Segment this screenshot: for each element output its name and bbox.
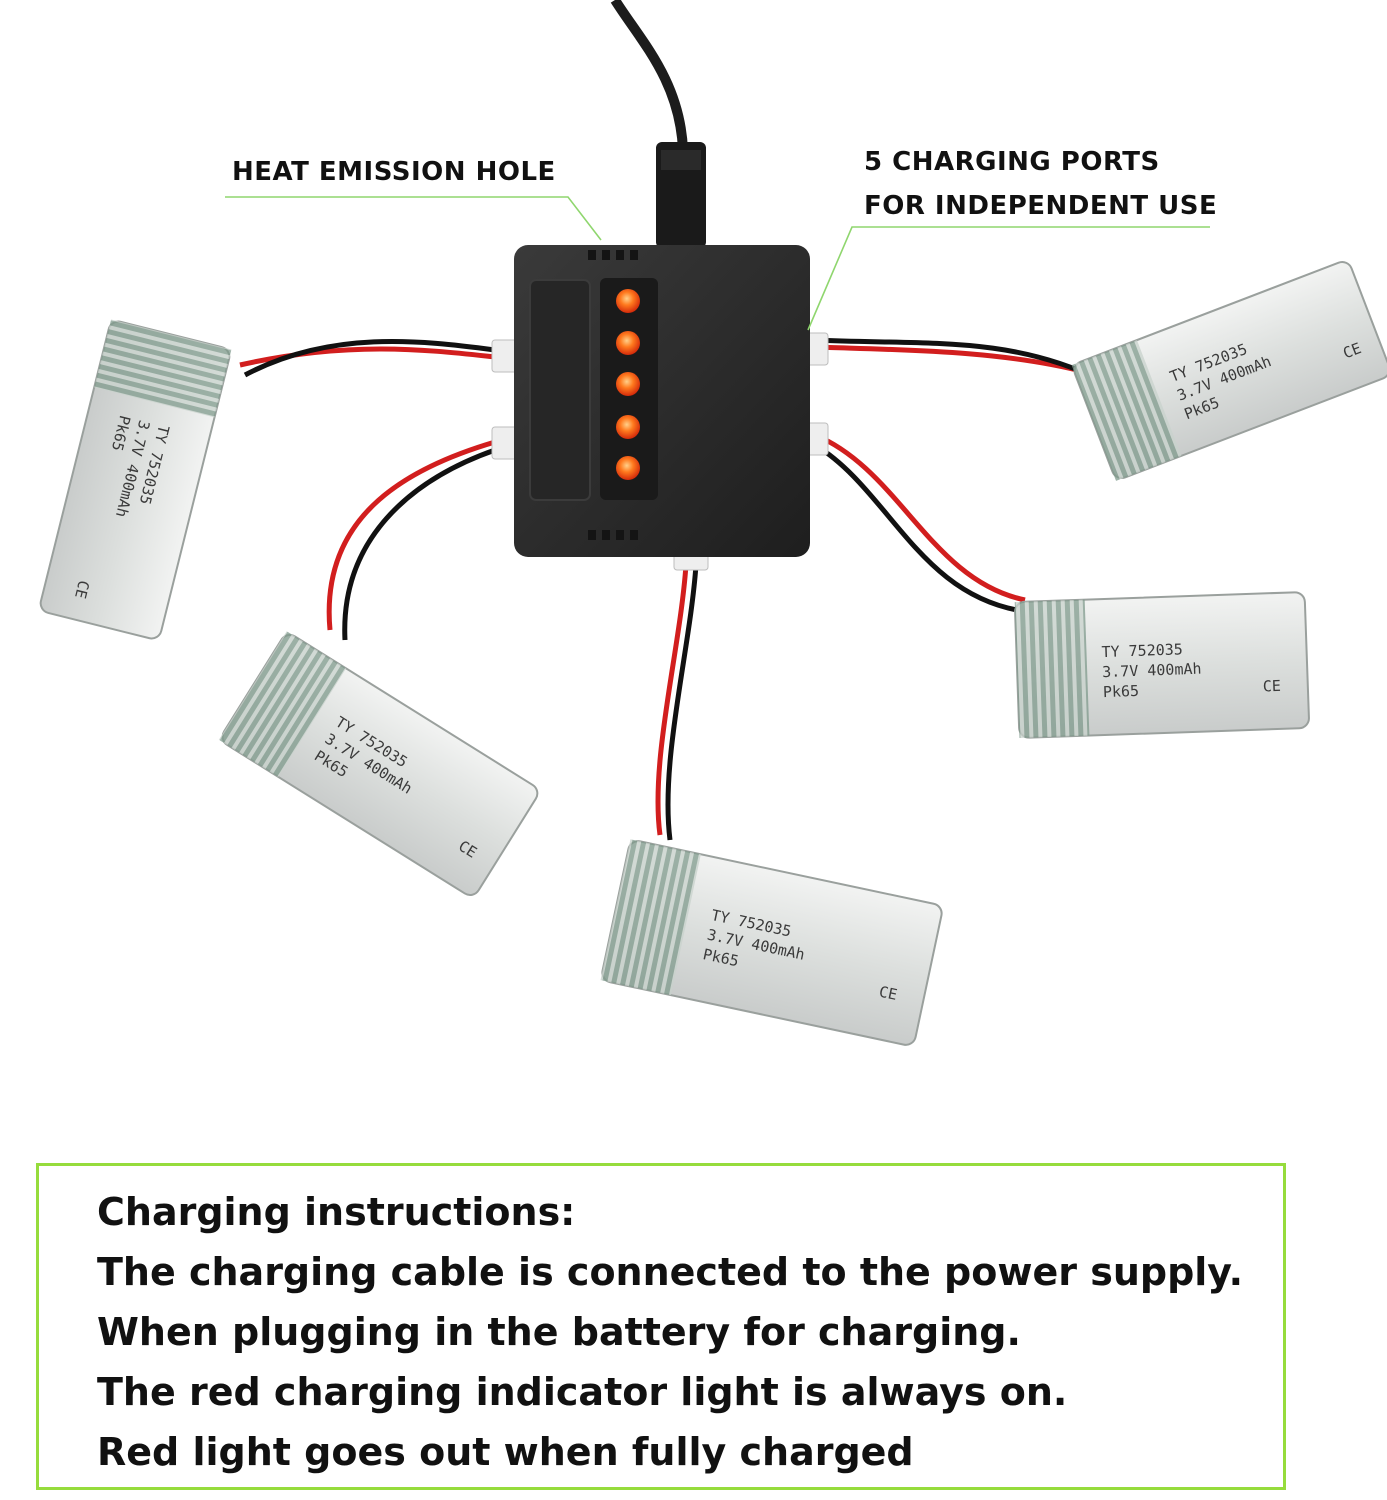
battery-wires: [239, 337, 1102, 841]
instruction-line: The charging cable is connected to the p…: [97, 1250, 1244, 1294]
charging-ports-label-line1: 5 CHARGING PORTS: [864, 147, 1160, 177]
charging-instructions-box: Charging instructions: The charging cabl…: [36, 1163, 1286, 1490]
battery-pack: TY 752035 3.7V 400mAh Pk65 CE: [218, 631, 539, 896]
svg-text:3.7V 400mAh: 3.7V 400mAh: [1102, 660, 1202, 681]
battery-pack: TY 752035 3.7V 400mAh Pk65 CE: [39, 319, 232, 640]
charging-indicator-leds: [616, 289, 640, 480]
instruction-line: When plugging in the battery for chargin…: [97, 1310, 1021, 1354]
led-indicator: [616, 289, 640, 313]
battery-pack: TY 752035 3.7V 400mAh Pk65 CE: [1071, 260, 1387, 481]
svg-text:CE: CE: [71, 579, 93, 601]
product-photo: TY 752035 3.7V 400mAh Pk65 CE TY 752035 …: [39, 0, 1387, 1046]
battery-pack: TY 752035 3.7V 400mAh Pk65 CE: [1014, 591, 1310, 739]
svg-text:CE: CE: [1340, 339, 1363, 362]
charging-ports-label: 5 CHARGING PORTS FOR INDEPENDENT USE: [864, 140, 1217, 228]
instruction-line: Red light goes out when fully charged: [97, 1430, 914, 1474]
power-cable: [610, 0, 688, 151]
heat-emission-label: HEAT EMISSION HOLE: [232, 157, 556, 187]
led-indicator: [616, 331, 640, 355]
svg-text:CE: CE: [1262, 677, 1281, 696]
svg-text:TY 752035: TY 752035: [1101, 640, 1183, 661]
svg-text:CE: CE: [877, 983, 898, 1004]
svg-text:Pk65: Pk65: [1103, 682, 1140, 701]
instructions-heading: Charging instructions:: [97, 1190, 576, 1234]
instruction-line: The red charging indicator light is alwa…: [97, 1370, 1068, 1414]
led-indicator: [616, 415, 640, 439]
callout-leaders: [225, 196, 1210, 331]
heat-emission-hole: [588, 250, 638, 540]
led-indicator: [616, 372, 640, 396]
charger-hub: [514, 245, 810, 557]
charging-ports-label-line2: FOR INDEPENDENT USE: [864, 191, 1218, 221]
led-indicator: [616, 456, 640, 480]
battery-pack: TY 752035 3.7V 400mAh Pk65 CE: [600, 839, 943, 1046]
